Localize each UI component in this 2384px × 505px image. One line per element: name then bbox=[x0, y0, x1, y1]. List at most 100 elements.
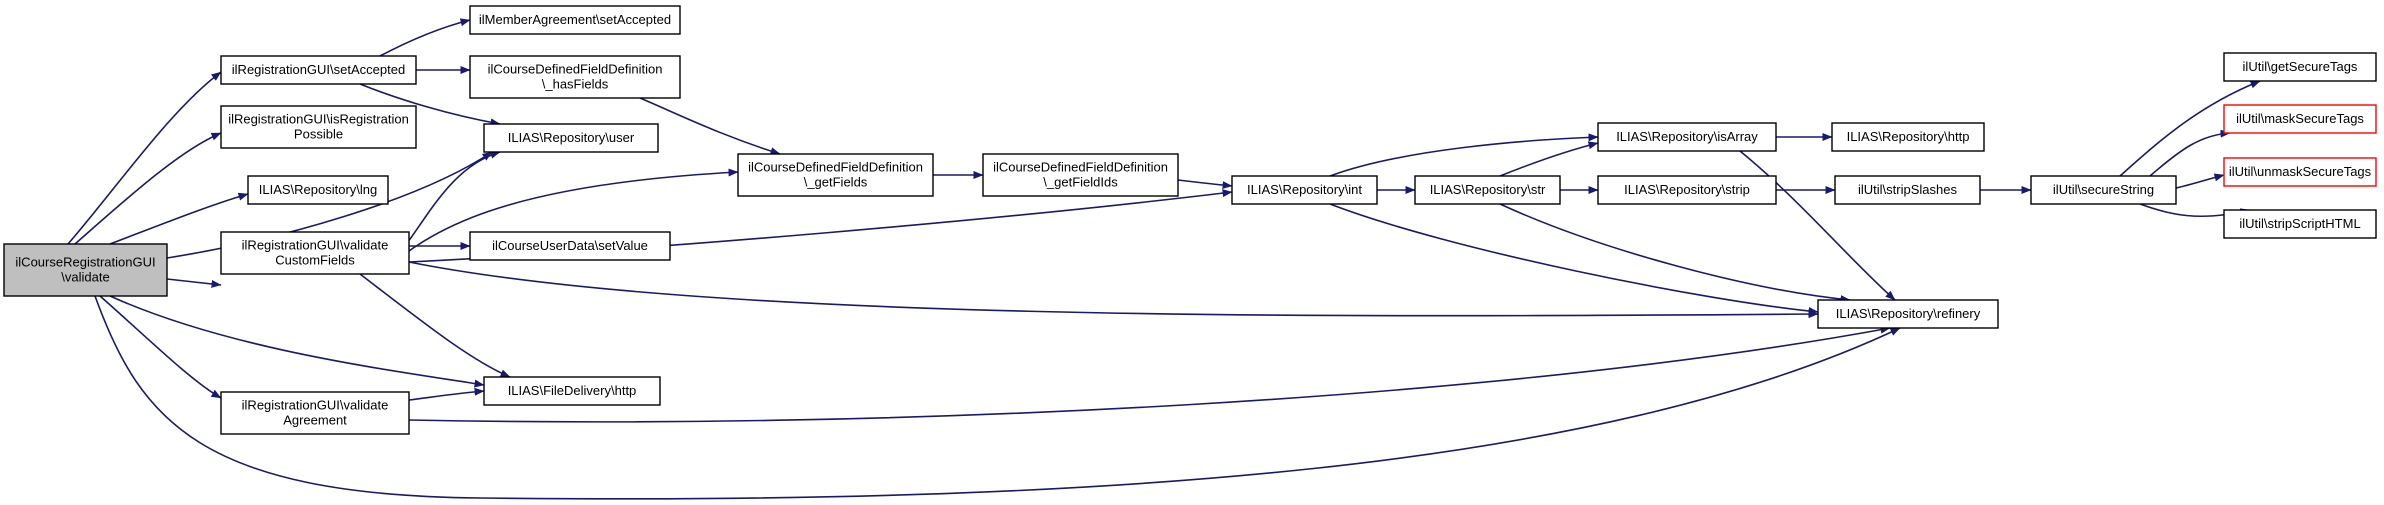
node-box[interactable] bbox=[247, 175, 389, 205]
node-box[interactable] bbox=[220, 391, 410, 435]
node-label: ilUtil\stripScriptHTML bbox=[2239, 216, 2360, 231]
node-label: \_hasFields bbox=[542, 77, 609, 92]
node-box[interactable] bbox=[2030, 175, 2177, 205]
node-label: ilRegistrationGUI\setAccepted bbox=[232, 62, 405, 77]
node-box[interactable] bbox=[1817, 299, 1999, 329]
edge-validate-to-isRegPossible bbox=[74, 132, 222, 245]
edge-str-to-isArray bbox=[1499, 141, 1599, 177]
edge-int-to-isArray bbox=[1329, 133, 1599, 177]
node-label: ILIAS\Repository\isArray bbox=[1616, 129, 1758, 144]
node-box[interactable] bbox=[737, 153, 934, 197]
node-label: ilCourseUserData\setValue bbox=[492, 238, 648, 253]
node-box[interactable] bbox=[1597, 122, 1777, 152]
node-box[interactable] bbox=[220, 105, 417, 149]
node-label: ilCourseDefinedFieldDefinition bbox=[748, 160, 923, 175]
node-box[interactable] bbox=[982, 153, 1179, 197]
edges-layer bbox=[67, 18, 2261, 500]
node-label: ILIAS\Repository\str bbox=[1430, 182, 1546, 197]
node-box[interactable] bbox=[469, 231, 671, 261]
node-setValue[interactable]: ilCourseUserData\setValue bbox=[469, 231, 671, 261]
node-box[interactable] bbox=[220, 231, 410, 275]
node-label: Agreement bbox=[283, 413, 347, 428]
node-label: \_getFieldIds bbox=[1043, 175, 1118, 190]
node-validate[interactable]: ilCourseRegistrationGUI\validate bbox=[3, 243, 168, 297]
edge-validate-to-user bbox=[166, 151, 493, 259]
node-box[interactable] bbox=[469, 5, 681, 35]
node-box[interactable] bbox=[2223, 209, 2377, 239]
node-hasFields[interactable]: ilCourseDefinedFieldDefinition\_hasField… bbox=[469, 55, 681, 99]
node-label: CustomFields bbox=[275, 253, 355, 268]
node-refinery[interactable]: ILIAS\Repository\refinery bbox=[1817, 299, 1999, 329]
edge-validate-to-validateAgreement bbox=[99, 295, 222, 399]
edge-validate-to-fdHttp bbox=[109, 295, 485, 388]
node-box[interactable] bbox=[1414, 175, 1561, 205]
edge-setAccepted-to-user bbox=[359, 83, 501, 127]
edge-validate-to-lng bbox=[109, 192, 249, 245]
edge-setAccepted-to-memberSetAccepted bbox=[379, 18, 471, 57]
node-isArray[interactable]: ILIAS\Repository\isArray bbox=[1597, 122, 1777, 152]
node-stripScriptHTML[interactable]: ilUtil\stripScriptHTML bbox=[2223, 209, 2377, 239]
node-box[interactable] bbox=[483, 376, 661, 406]
node-memberSetAccepted[interactable]: ilMemberAgreement\setAccepted bbox=[469, 5, 681, 35]
nodes-layer: ilCourseRegistrationGUI\validate ilRegist… bbox=[3, 5, 2377, 435]
node-fdHttp[interactable]: ILIAS\FileDelivery\http bbox=[483, 376, 661, 406]
node-label: ilUtil\unmaskSecureTags bbox=[2229, 164, 2372, 179]
node-label: ILIAS\Repository\http bbox=[1847, 129, 1970, 144]
node-box[interactable] bbox=[1597, 175, 1777, 205]
node-label: \validate bbox=[61, 270, 109, 285]
node-box[interactable] bbox=[1231, 175, 1378, 205]
node-secureString[interactable]: ilUtil\secureString bbox=[2030, 175, 2177, 205]
edge-validate-to-refinery bbox=[94, 295, 1901, 500]
edge-validateCustomFields-to-fdHttp bbox=[359, 273, 511, 378]
node-label: ilMemberAgreement\setAccepted bbox=[479, 12, 671, 27]
node-box[interactable] bbox=[1834, 175, 1981, 205]
node-getFieldIds[interactable]: ilCourseDefinedFieldDefinition\_getField… bbox=[982, 153, 1179, 197]
node-setAccepted[interactable]: ilRegistrationGUI\setAccepted bbox=[220, 55, 417, 85]
node-box[interactable] bbox=[469, 55, 681, 99]
edge-str-to-refinery bbox=[1499, 203, 1851, 304]
node-label: ilUtil\stripSlashes bbox=[1858, 182, 1957, 197]
edge-validateCustomFields-to-refinery bbox=[408, 261, 1819, 319]
node-box[interactable] bbox=[220, 55, 417, 85]
node-box[interactable] bbox=[3, 243, 168, 297]
edge-getFieldIds-to-int bbox=[1177, 179, 1233, 190]
node-label: ILIAS\FileDelivery\http bbox=[508, 383, 637, 398]
node-getSecureTags[interactable]: ilUtil\getSecureTags bbox=[2223, 52, 2377, 82]
node-label: ilUtil\secureString bbox=[2053, 182, 2154, 197]
node-getFields[interactable]: ilCourseDefinedFieldDefinition\_getField… bbox=[737, 153, 934, 197]
node-box[interactable] bbox=[483, 123, 659, 153]
edge-hasFields-to-getFields bbox=[639, 97, 781, 155]
edge-validateAgreement-to-fdHttp bbox=[408, 387, 485, 401]
node-int[interactable]: ILIAS\Repository\int bbox=[1231, 175, 1378, 205]
edge-validate-to-validateCustomFields bbox=[166, 278, 222, 288]
node-label: ILIAS\Repository\int bbox=[1247, 182, 1362, 197]
node-box[interactable] bbox=[1831, 122, 1985, 152]
node-label: Possible bbox=[294, 127, 343, 142]
node-stripSlashes[interactable]: ilUtil\stripSlashes bbox=[1834, 175, 1981, 205]
node-strip[interactable]: ILIAS\Repository\strip bbox=[1597, 175, 1777, 205]
node-label: ILIAS\Repository\lng bbox=[259, 182, 378, 197]
node-label: ilCourseDefinedFieldDefinition bbox=[993, 160, 1168, 175]
edge-secureString-to-maskSecureTags bbox=[2149, 129, 2231, 177]
node-label: ilUtil\getSecureTags bbox=[2243, 59, 2358, 74]
node-repoHttp[interactable]: ILIAS\Repository\http bbox=[1831, 122, 1985, 152]
node-box[interactable] bbox=[2223, 104, 2377, 134]
node-label: \_getFields bbox=[804, 175, 868, 190]
node-label: ILIAS\Repository\user bbox=[508, 130, 635, 145]
node-label: ilRegistrationGUI\isRegistration bbox=[228, 112, 409, 127]
node-label: ilRegistrationGUI\validate bbox=[242, 398, 389, 413]
edge-secureString-to-unmaskSecureTags bbox=[2175, 173, 2225, 189]
node-box[interactable] bbox=[2223, 52, 2377, 82]
node-box[interactable] bbox=[2223, 157, 2377, 187]
node-label: ilCourseDefinedFieldDefinition bbox=[488, 62, 663, 77]
node-lng[interactable]: ILIAS\Repository\lng bbox=[247, 175, 389, 205]
node-unmaskSecureTags[interactable]: ilUtil\unmaskSecureTags bbox=[2223, 157, 2377, 187]
node-maskSecureTags[interactable]: ilUtil\maskSecureTags bbox=[2223, 104, 2377, 134]
node-user[interactable]: ILIAS\Repository\user bbox=[483, 123, 659, 153]
edge-secureString-to-getSecureTags bbox=[2119, 80, 2261, 177]
node-str[interactable]: ILIAS\Repository\str bbox=[1414, 175, 1561, 205]
edge-validate-to-setAccepted bbox=[67, 71, 222, 245]
